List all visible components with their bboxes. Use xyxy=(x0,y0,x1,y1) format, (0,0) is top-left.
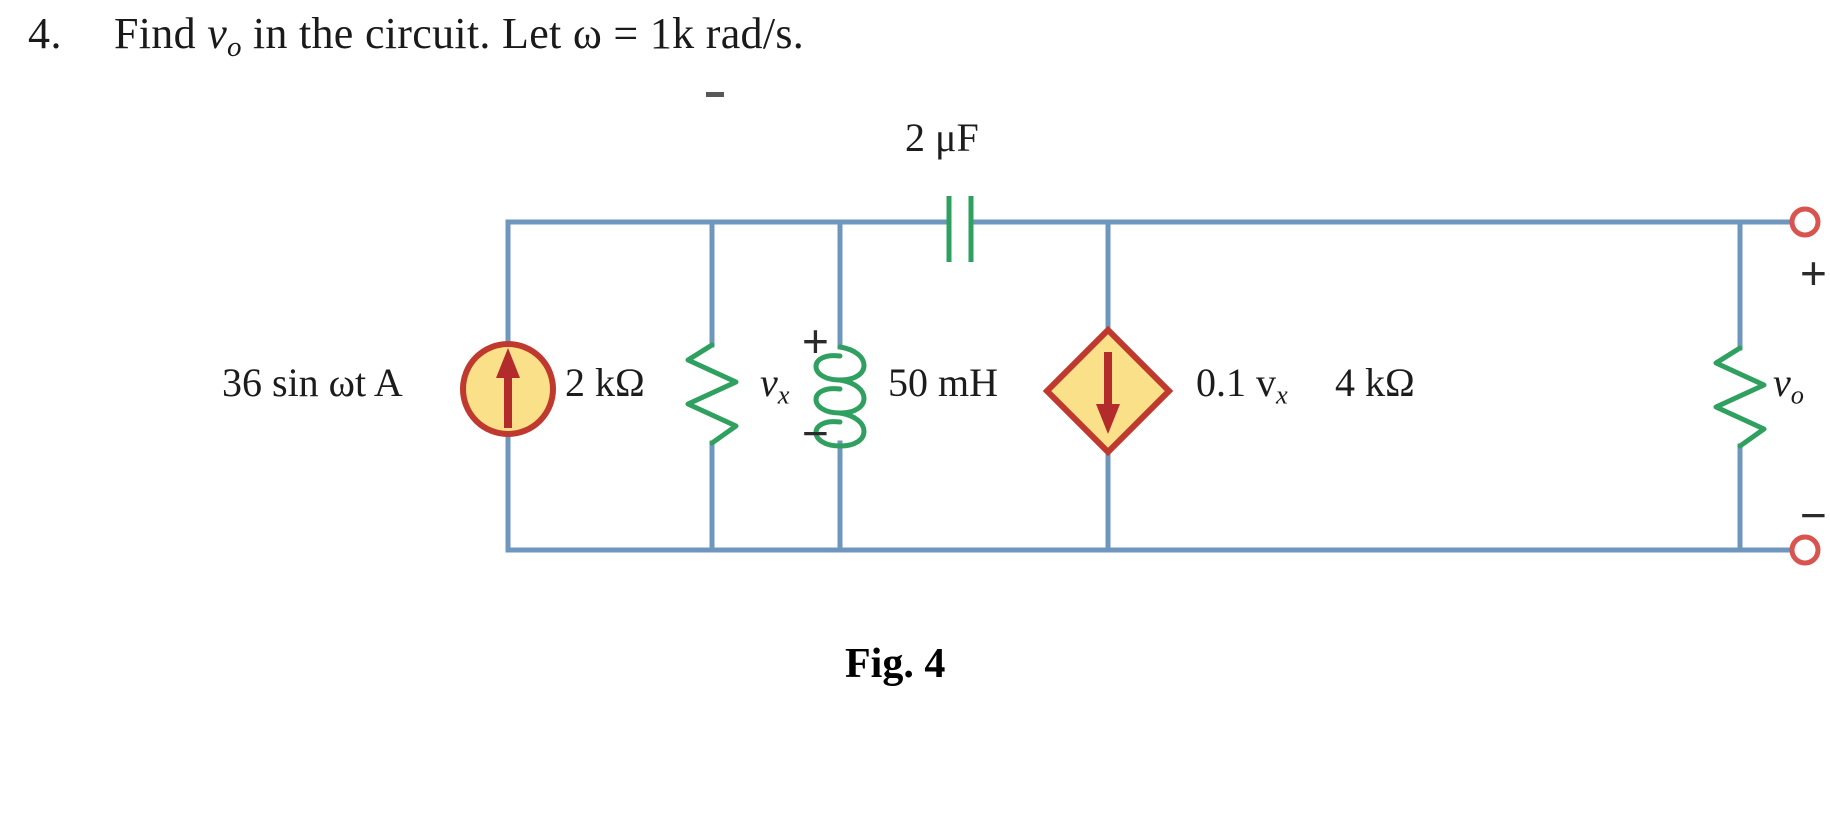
inductor-value: 50 mH xyxy=(888,360,998,405)
vx-symbol: v xyxy=(760,360,778,405)
dependent-source-label: 0.1 vx xyxy=(1196,363,1288,408)
resistor-2k-label: 2 kΩ xyxy=(565,363,645,403)
vx-polarity-minus: − xyxy=(802,407,829,459)
dependent-current-source-01vx xyxy=(1042,325,1174,457)
vx-voltage-label: vx xyxy=(760,363,789,408)
dependent-source-gain: 0.1 v xyxy=(1196,360,1276,405)
resistor-2k-value: 2 kΩ xyxy=(565,360,645,405)
vo-symbol: v xyxy=(1773,360,1791,405)
dependent-source-subscript: x xyxy=(1276,379,1288,410)
vx-polarity-plus: + xyxy=(802,315,829,367)
capacitor-value: 2 μF xyxy=(905,115,979,160)
vo-polarity-minus: − xyxy=(1800,489,1827,541)
resistor-4k-value: 4 kΩ xyxy=(1335,360,1415,405)
inductor-50mh-symbol xyxy=(813,344,867,449)
output-terminal-negative xyxy=(1789,534,1821,566)
inductor-label: 50 mH xyxy=(888,363,998,403)
question-variable-subscript: o xyxy=(227,31,242,64)
question-number: 4. xyxy=(28,9,62,58)
resistor-4k-label: 4 kΩ xyxy=(1335,363,1415,403)
current-source-label: 36 sin ωt A xyxy=(222,363,403,403)
capacitor-2uf xyxy=(946,196,974,262)
dependent-source-arrow-head xyxy=(1096,404,1120,434)
stray-dash-mark xyxy=(706,92,724,97)
current-source-36sin xyxy=(460,341,556,437)
vo-voltage-label: vo xyxy=(1773,363,1804,408)
figure-caption: Fig. 4 xyxy=(845,641,946,687)
question-equals: = 1k rad/s. xyxy=(602,9,805,58)
question-variable: v xyxy=(207,9,228,58)
current-source-value: 36 sin ωt A xyxy=(222,360,403,405)
circuit-wires xyxy=(505,219,1796,553)
vx-subscript: x xyxy=(777,379,790,410)
question-statement: 4. Find vo in the circuit. Let ω = 1k ra… xyxy=(28,12,1528,74)
resistor-2k-symbol xyxy=(685,342,739,446)
vo-subscript: o xyxy=(1790,379,1804,410)
capacitor-label: 2 μF xyxy=(905,118,979,158)
question-omega: ω xyxy=(572,9,603,58)
resistor-4k-symbol xyxy=(1713,345,1767,449)
current-source-arrow-head xyxy=(496,348,520,378)
question-middle: in the circuit. Let xyxy=(241,9,573,58)
question-text: Find vo in the circuit. Let ω = 1k rad/s… xyxy=(114,12,804,62)
question-prefix: Find xyxy=(114,9,208,58)
output-terminal-positive xyxy=(1789,206,1821,238)
vo-polarity-plus: + xyxy=(1800,247,1827,299)
